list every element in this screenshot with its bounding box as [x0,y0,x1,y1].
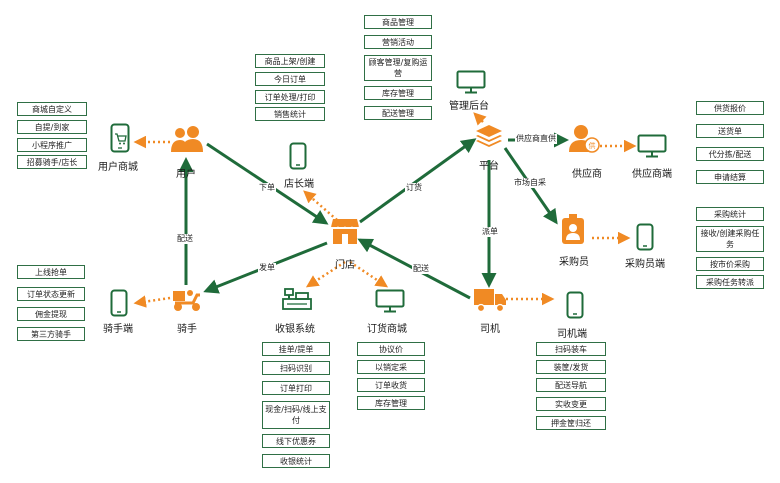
edge-label-market-purchase: 市场自采 [513,178,547,188]
supplier-mall-feature: 送货单 [696,124,764,138]
driver-app-feature: 押金筐归还 [536,416,606,430]
store-icon [330,219,360,244]
edge-platform-to-admin [473,112,487,126]
svg-text:供: 供 [589,141,596,150]
monitor-icon [375,289,405,313]
buyer-app-feature: 按市价采购 [696,257,764,271]
edge-label-purchase: 订货 [405,183,423,193]
user-mall-feature: 自提/到家 [17,120,87,134]
edge-rider-to-riderapp [133,295,171,308]
supplier-person-icon: 供 [569,125,600,153]
rider-app-feature: 佣金提现 [17,307,85,321]
store-app-feature: 销售统计 [255,107,325,121]
monitor-icon [456,70,486,94]
pos-feature: 订单打印 [262,381,330,395]
order-mall-feature: 库存管理 [357,396,425,410]
phone-icon [566,291,584,319]
platform-label: 平台 [479,161,499,172]
buyer-app-feature: 接收/创建采购任务 [696,226,764,252]
badge-icon [562,214,584,244]
driver-label: 司机 [480,324,500,335]
buyer-label: 采购员 [559,257,589,268]
truck-icon [474,289,506,313]
edge-store-to-storeapp [303,190,338,221]
admin-label: 管理后台 [449,101,489,112]
edge-label-dispatch-driver: 派单 [481,227,499,237]
pos-feature: 现金/扫码/线上支付 [262,401,330,429]
layers-icon [476,125,502,147]
scooter-icon [173,290,200,311]
edge-label-direct-supply: 供应商直供 [515,134,557,144]
phone-icon [289,142,307,170]
edge-store-to-platform [359,138,477,224]
edge-label-deliver-user: 配送 [176,234,194,244]
rider-app-label: 骑手端 [103,324,133,335]
pos-feature: 线下优惠券 [262,434,330,448]
store-app-feature: 今日订单 [255,72,325,86]
driver-app-feature: 实收变更 [536,397,606,411]
admin-feature: 商品管理 [364,15,432,29]
driver-app-label: 司机端 [557,329,587,340]
supplier-mall-feature: 代分拣/配送 [696,147,764,161]
driver-app-feature: 装筐/发货 [536,360,606,374]
admin-feature: 配送管理 [364,106,432,120]
phone-icon [110,289,128,317]
pos-feature: 挂单/提单 [262,342,330,356]
supplier-mall-feature: 供货报价 [696,101,764,115]
monitor-icon [637,134,667,158]
rider-label: 骑手 [177,324,197,335]
edge-store-to-pos [305,260,346,288]
edge-label-order: 下单 [258,183,276,193]
supplier-label: 供应商 [572,169,602,180]
buyer-app-label: 采购员端 [625,259,665,270]
cash-register-icon [282,288,312,310]
pos-feature: 扫码识别 [262,361,330,375]
user-mall-feature: 小程序推广 [17,138,87,152]
admin-feature: 库存管理 [364,86,432,100]
order-mall-feature: 以销定采 [357,360,425,374]
user-mall-feature: 商城自定义 [17,102,87,116]
user-mall-label: 用户商城 [98,162,138,173]
user-label: 用户 [176,169,196,180]
order-mall-label: 订货商城 [367,324,407,335]
rider-app-feature: 上线抢单 [17,265,85,279]
admin-feature: 顾客管理/复购运营 [364,55,432,81]
order-mall-feature: 订单收货 [357,378,425,392]
store-label: 门店 [335,260,355,271]
supplier-mall-feature: 申请结算 [696,170,764,184]
phone-icon [636,223,654,251]
driver-app-feature: 扫码装车 [536,342,606,356]
buyer-app-feature: 采购统计 [696,207,764,221]
store-app-feature: 商品上架/创建 [255,54,325,68]
rider-app-feature: 订单状态更新 [17,287,85,301]
store-app-label: 店长端 [284,179,314,190]
rider-app-feature: 第三方骑手 [17,327,85,341]
user-group-icon [171,126,203,152]
store-app-feature: 订单处理/打印 [255,90,325,104]
admin-feature: 营销活动 [364,35,432,49]
edge-store-to-ordermall [349,260,389,288]
phone-cart-icon [110,123,130,153]
supplier-mall-label: 供应商端 [632,169,672,180]
pos-label: 收银系统 [275,324,315,335]
edge-label-deliver-store: 配送 [412,264,430,274]
order-mall-feature: 协议价 [357,342,425,356]
driver-app-feature: 配送导航 [536,378,606,392]
edge-label-dispatch: 发单 [258,263,276,273]
user-mall-feature: 招募骑手/店长 [17,155,87,169]
pos-feature: 收银统计 [262,454,330,468]
buyer-app-feature: 采购任务转派 [696,275,764,289]
